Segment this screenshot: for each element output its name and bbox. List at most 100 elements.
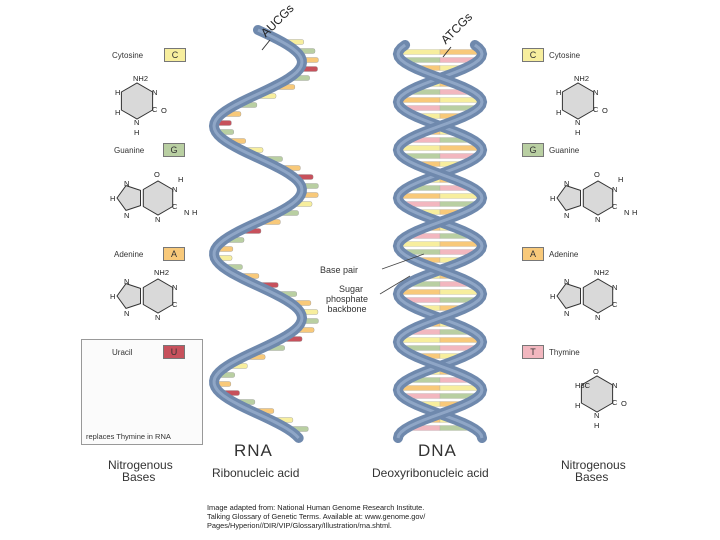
credit-line-3: Pages/Hyperion//DIR/VIP/Glossary/Illustr… (207, 521, 392, 530)
right-cytosine-atom-n2: N (575, 118, 580, 127)
right-cytosine-atom-o: O (602, 106, 608, 115)
right-thymine-atom-h: H (594, 421, 599, 430)
right-base-name-cytosine: Cytosine (549, 51, 581, 60)
right-thymine-atom-o: O (621, 399, 627, 408)
left-guanine-atom-h: H (110, 194, 115, 203)
dna-subtitle: Deoxyribonucleic acid (372, 466, 489, 480)
right-thymine-atom-c: C (612, 398, 618, 407)
right-thymine-ring (580, 375, 614, 413)
rna-title: RNA (234, 441, 273, 460)
left-bases-caption-1: Nitrogenous (108, 458, 173, 472)
left-adenine-atom-c: C (172, 300, 178, 309)
left-adenine-ring6 (142, 278, 174, 314)
right-guanine-atom-h: H (550, 194, 555, 203)
right-adenine-atom-n: N (612, 283, 617, 292)
rna-backbone-highlight (212, 28, 304, 440)
left-guanine-atom-top: O (154, 170, 160, 179)
right-badge-guanine: G (522, 143, 544, 157)
right-cytosine-atom-h: H (575, 128, 580, 137)
right-thymine-atom-h2: H (575, 401, 580, 410)
dna-strand-arrow (442, 46, 452, 58)
left-guanine-atom-c: C (172, 202, 178, 211)
right-cytosine-atom-h2: H (556, 108, 561, 117)
right-adenine-ring5 (556, 283, 581, 309)
right-thymine-atom-top: O (593, 367, 599, 376)
right-cytosine-atom-top: NH2 (574, 74, 589, 83)
right-adenine-atom-top: NH2 (594, 268, 609, 277)
right-adenine-atom-h: H (550, 292, 555, 301)
rna-strand-arrow (261, 39, 271, 51)
left-adenine-atom-top: NH2 (154, 268, 169, 277)
left-base-name-guanine: Guanine (114, 146, 145, 155)
left-cytosine-atom-n: N (152, 88, 157, 97)
left-cytosine-atom-top: NH2 (133, 74, 148, 83)
left-adenine-atom-n: N (172, 283, 177, 292)
callout-backbone-3: backbone (327, 304, 367, 314)
right-cytosine-ring (561, 82, 595, 120)
left-adenine-atom-h: H (110, 292, 115, 301)
right-guanine-atom-n: N (612, 185, 617, 194)
right-guanine-atom-h3: H (632, 208, 637, 217)
right-guanine-ring6 (582, 180, 614, 216)
credit-line-2: Talking Glossary of Genetic Terms. Avail… (207, 512, 426, 521)
right-guanine-atom-top: O (594, 170, 600, 179)
dna-backbone-highlight-a (396, 43, 484, 439)
right-base-name-thymine: Thymine (549, 348, 580, 357)
right-thymine-atom-n: N (612, 381, 617, 390)
dna-title: DNA (418, 441, 457, 460)
right-adenine-atom-n2: N (595, 313, 600, 322)
left-adenine-atom-n4: N (124, 309, 129, 318)
right-bases-caption-2: Bases (575, 470, 609, 484)
right-guanine-ring5 (556, 185, 581, 211)
callout-backbone-1: Sugar (338, 284, 364, 294)
left-guanine-atom-h2: H (178, 175, 183, 184)
left-bases-caption-2: Bases (122, 470, 156, 484)
left-cytosine-atom-h: H (134, 128, 139, 137)
right-badge-adenine: A (522, 247, 544, 261)
credit-line-1: Image adapted from: National Human Genom… (207, 503, 425, 512)
left-cytosine-atom-o: O (161, 106, 167, 115)
left-cytosine-atom-h2: H (115, 108, 120, 117)
right-guanine-atom-n2: N (595, 215, 600, 224)
dna-backbone-highlight-b (396, 43, 484, 439)
right-bases-caption-1: Nitrogenous (561, 458, 626, 472)
left-cytosine-atom-c: C (152, 105, 158, 114)
left-base-name-uracil: Uracil (112, 348, 133, 357)
right-adenine-ring6 (582, 278, 614, 314)
callout-backbone-line (379, 275, 411, 295)
callout-base-pair: Base pair (320, 265, 359, 275)
callout-base-pair-line (381, 253, 425, 270)
right-guanine-atom-n4: N (564, 211, 569, 220)
right-adenine-atom-n3: N (564, 277, 569, 286)
right-badge-thymine: T (522, 345, 544, 359)
left-guanine-atom-n: N (172, 185, 177, 194)
right-base-name-adenine: Adenine (549, 250, 579, 259)
left-guanine-atom-n2: N (155, 215, 160, 224)
left-base-name-adenine: Adenine (114, 250, 144, 259)
right-cytosine-atom-n: N (593, 88, 598, 97)
right-cytosine-atom-c: C (593, 105, 599, 114)
right-cytosine-atom-h1: H (556, 88, 561, 97)
right-guanine-atom-c: C (612, 202, 618, 211)
right-adenine-atom-c: C (612, 300, 618, 309)
left-cytosine-atom-h1: H (115, 88, 120, 97)
left-guanine-atom-h3: H (192, 208, 197, 217)
uracil-note: replaces Thymine in RNA (86, 432, 171, 441)
left-guanine-atom-n4: N (124, 211, 129, 220)
right-thymine-atom-n2: N (594, 411, 599, 420)
left-cytosine-ring (120, 82, 154, 120)
right-thymine-atom-h1: H3C (575, 381, 591, 390)
right-adenine-atom-n4: N (564, 309, 569, 318)
left-guanine-ring5 (116, 185, 141, 211)
left-adenine-ring5 (116, 283, 141, 309)
right-guanine-atom-n5: N (624, 208, 629, 217)
left-adenine-atom-n3: N (124, 277, 129, 286)
left-badge-uracil: U (163, 345, 185, 359)
left-guanine-ring6 (142, 180, 174, 216)
rna-subtitle: Ribonucleic acid (212, 466, 300, 480)
left-guanine-atom-n5: N (184, 208, 189, 217)
right-base-name-guanine: Guanine (549, 146, 580, 155)
right-guanine-atom-h2: H (618, 175, 623, 184)
